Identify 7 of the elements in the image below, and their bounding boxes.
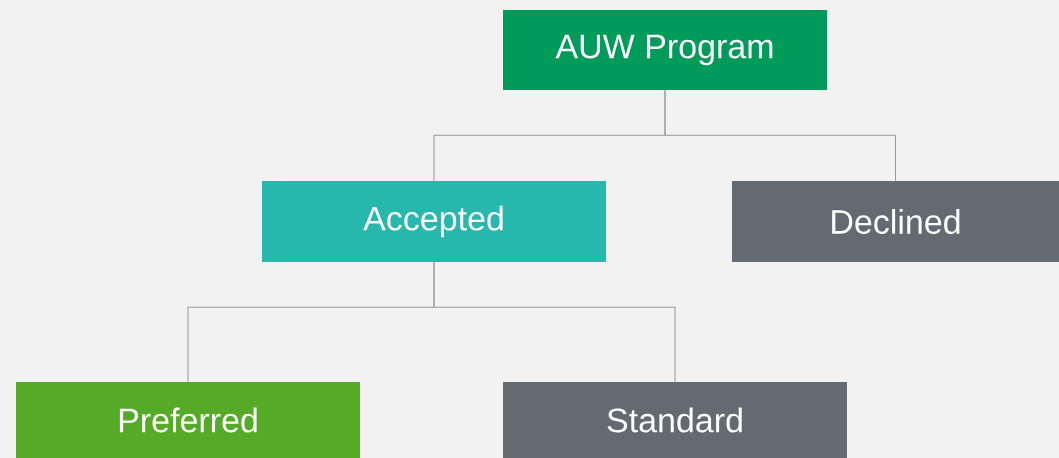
category-box: Standard bbox=[503, 382, 847, 458]
category-box: Declined bbox=[732, 181, 1059, 262]
connector-line bbox=[433, 261, 676, 383]
connector-line bbox=[664, 89, 896, 182]
category-box: Preferred bbox=[16, 382, 360, 458]
category-box: AUW Program bbox=[503, 10, 827, 90]
category-box: Accepted bbox=[262, 181, 606, 262]
